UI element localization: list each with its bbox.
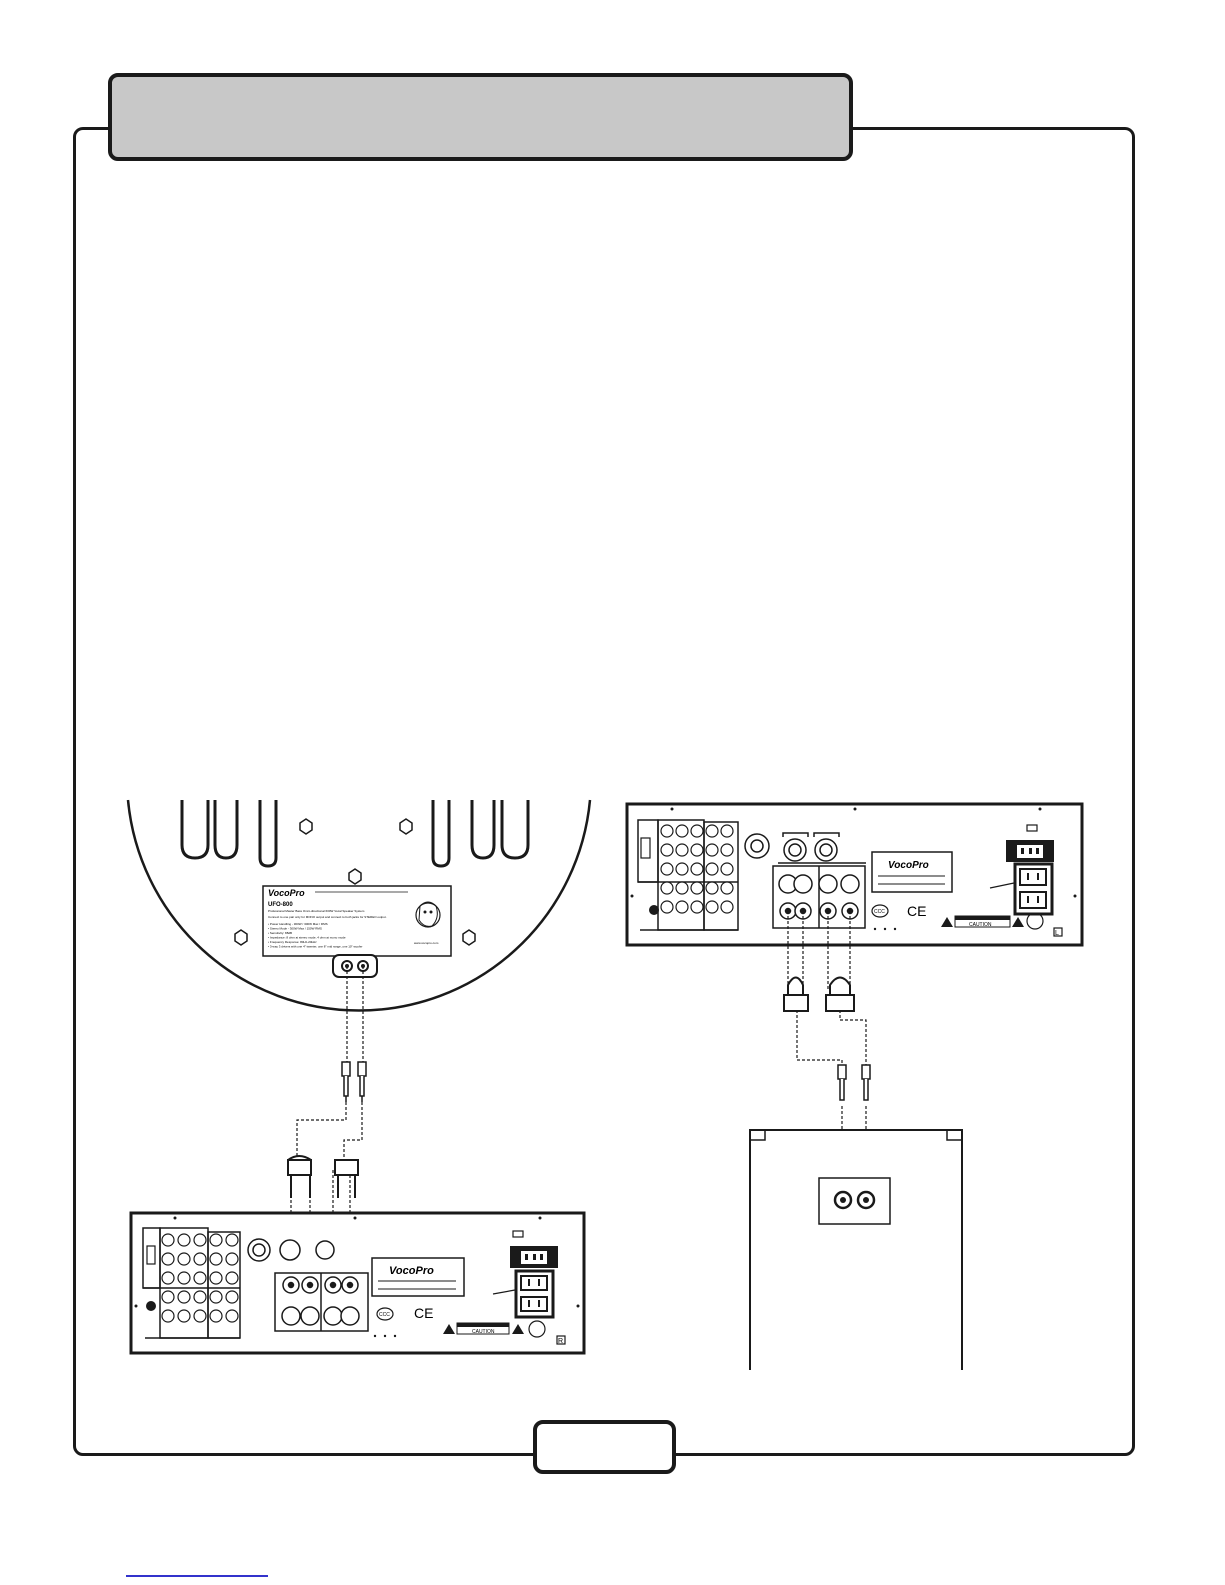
rca-jack (225, 1309, 239, 1323)
speaker-output-jack (793, 874, 813, 894)
channel-marker-right: R (558, 1338, 563, 1345)
rca-jack (705, 824, 719, 838)
rca-jack (720, 862, 734, 876)
jack-center (306, 1281, 314, 1289)
speaker-description: Professional Master Bass Omni-directiona… (268, 909, 365, 913)
page-number-tab (533, 1420, 676, 1474)
rca-jack (705, 881, 719, 895)
rca-jack (209, 1309, 223, 1323)
rca-jack (161, 1252, 175, 1266)
rca-jack (177, 1309, 191, 1323)
jack-center (329, 1281, 337, 1289)
rca-jack (675, 862, 689, 876)
speaker-spec-line: • Power Handling - 300W / 300W Max / RMS (268, 922, 328, 926)
rca-jack (193, 1252, 207, 1266)
rca-jack (161, 1233, 175, 1247)
amplifier-rear-panel-top: VocoPro CCC CE CAUTION L (625, 802, 1084, 947)
rca-jack (720, 824, 734, 838)
speaker-spec-line: • Frequency Response: 80Hz-20kHz (268, 940, 317, 944)
rca-jack (690, 843, 704, 857)
speaker-input-jacks (332, 954, 378, 978)
rca-jack (660, 900, 674, 914)
speaker-output-jack (818, 874, 838, 894)
rca-jack (720, 843, 734, 857)
mascot-icon (415, 901, 441, 928)
rca-jack (193, 1309, 207, 1323)
subwoofer-plug-pair (837, 1064, 871, 1101)
speaker-output-jack (281, 1306, 301, 1326)
caution-label-top: CAUTION (969, 922, 992, 928)
rca-jack (660, 824, 674, 838)
rca-jack (705, 862, 719, 876)
speaker-spec-line: • Impedance: 8 ohm at stereo mode, 4 ohm… (268, 936, 346, 940)
rca-jack (209, 1290, 223, 1304)
rca-jack (193, 1271, 207, 1285)
rca-jack (690, 900, 704, 914)
speaker-plug-pair (341, 1061, 367, 1102)
rca-jack (209, 1271, 223, 1285)
rca-jack (161, 1290, 175, 1304)
amplifier-brand-logo-top: VocoPro (888, 860, 929, 871)
rca-jack (177, 1233, 191, 1247)
caution-label-bottom: CAUTION (472, 1329, 495, 1335)
rca-jack (660, 881, 674, 895)
channel-marker-left: L (1055, 930, 1059, 937)
rca-jack (675, 824, 689, 838)
ccc-mark-bottom: CCC (379, 1312, 390, 1318)
rca-splitter-icon-right (783, 976, 855, 1012)
speaker-brand-logo: VocoPro (268, 888, 305, 898)
ce-mark-top: CE (907, 903, 926, 919)
rca-jack (225, 1290, 239, 1304)
speaker-spec-line: • Stereo Mode - 300W Max / 150W RMS (268, 927, 322, 931)
rca-jack (177, 1271, 191, 1285)
rca-jack (705, 900, 719, 914)
rca-jack (690, 881, 704, 895)
rca-jack (690, 862, 704, 876)
subwoofer-rear (749, 1129, 963, 1370)
ufo-speaker-rear: VocoPro UFO-800 Professional Master Bass… (126, 799, 592, 1012)
speaker-instruction: Connect to one pair only for MONO output… (268, 915, 387, 919)
ccc-mark-top: CCC (874, 909, 885, 915)
rca-jack (209, 1233, 223, 1247)
amplifier-brand-logo-bottom: VocoPro (389, 1265, 434, 1277)
speaker-website: www.vocopro.com (414, 941, 439, 945)
rca-jack (675, 900, 689, 914)
amplifier-rear-panel-bottom: VocoPro CCC CE CAUTION R (129, 1211, 586, 1355)
speaker-output-jack (340, 1306, 360, 1326)
rca-jack (705, 843, 719, 857)
speaker-output-jack (300, 1306, 320, 1326)
rca-jack (660, 843, 674, 857)
rca-jack (225, 1233, 239, 1247)
rca-jack (161, 1309, 175, 1323)
jack-center (346, 1281, 354, 1289)
rca-jack (193, 1233, 207, 1247)
rca-jack (177, 1290, 191, 1304)
speaker-spec-list: • Power Handling - 300W / 300W Max / RMS… (268, 922, 362, 949)
speaker-output-jack (840, 874, 860, 894)
rca-jack (209, 1252, 223, 1266)
rca-jack (177, 1252, 191, 1266)
rca-jack (161, 1271, 175, 1285)
ce-mark-bottom: CE (414, 1305, 433, 1321)
footer-link-underline[interactable] (126, 1575, 268, 1577)
rca-splitter-icon (287, 1155, 359, 1198)
rca-jack (225, 1252, 239, 1266)
section-header-tab (108, 73, 853, 161)
jack-center (287, 1281, 295, 1289)
speaker-label-plate: VocoPro UFO-800 Professional Master Bass… (262, 885, 452, 957)
rca-jack (675, 881, 689, 895)
rca-jack (225, 1271, 239, 1285)
speaker-model: UFO-800 (268, 902, 293, 908)
rca-jack (193, 1290, 207, 1304)
rca-jack (690, 824, 704, 838)
rca-jack (675, 843, 689, 857)
rca-jack (720, 900, 734, 914)
speaker-spec-line: • Sensitivity: 88dB (268, 931, 292, 935)
speaker-output-jack (323, 1306, 343, 1326)
rca-jack (660, 862, 674, 876)
rca-jack (720, 881, 734, 895)
speaker-spec-line: • 3-way 3 drivers with one 4" tweeter, o… (268, 945, 362, 949)
